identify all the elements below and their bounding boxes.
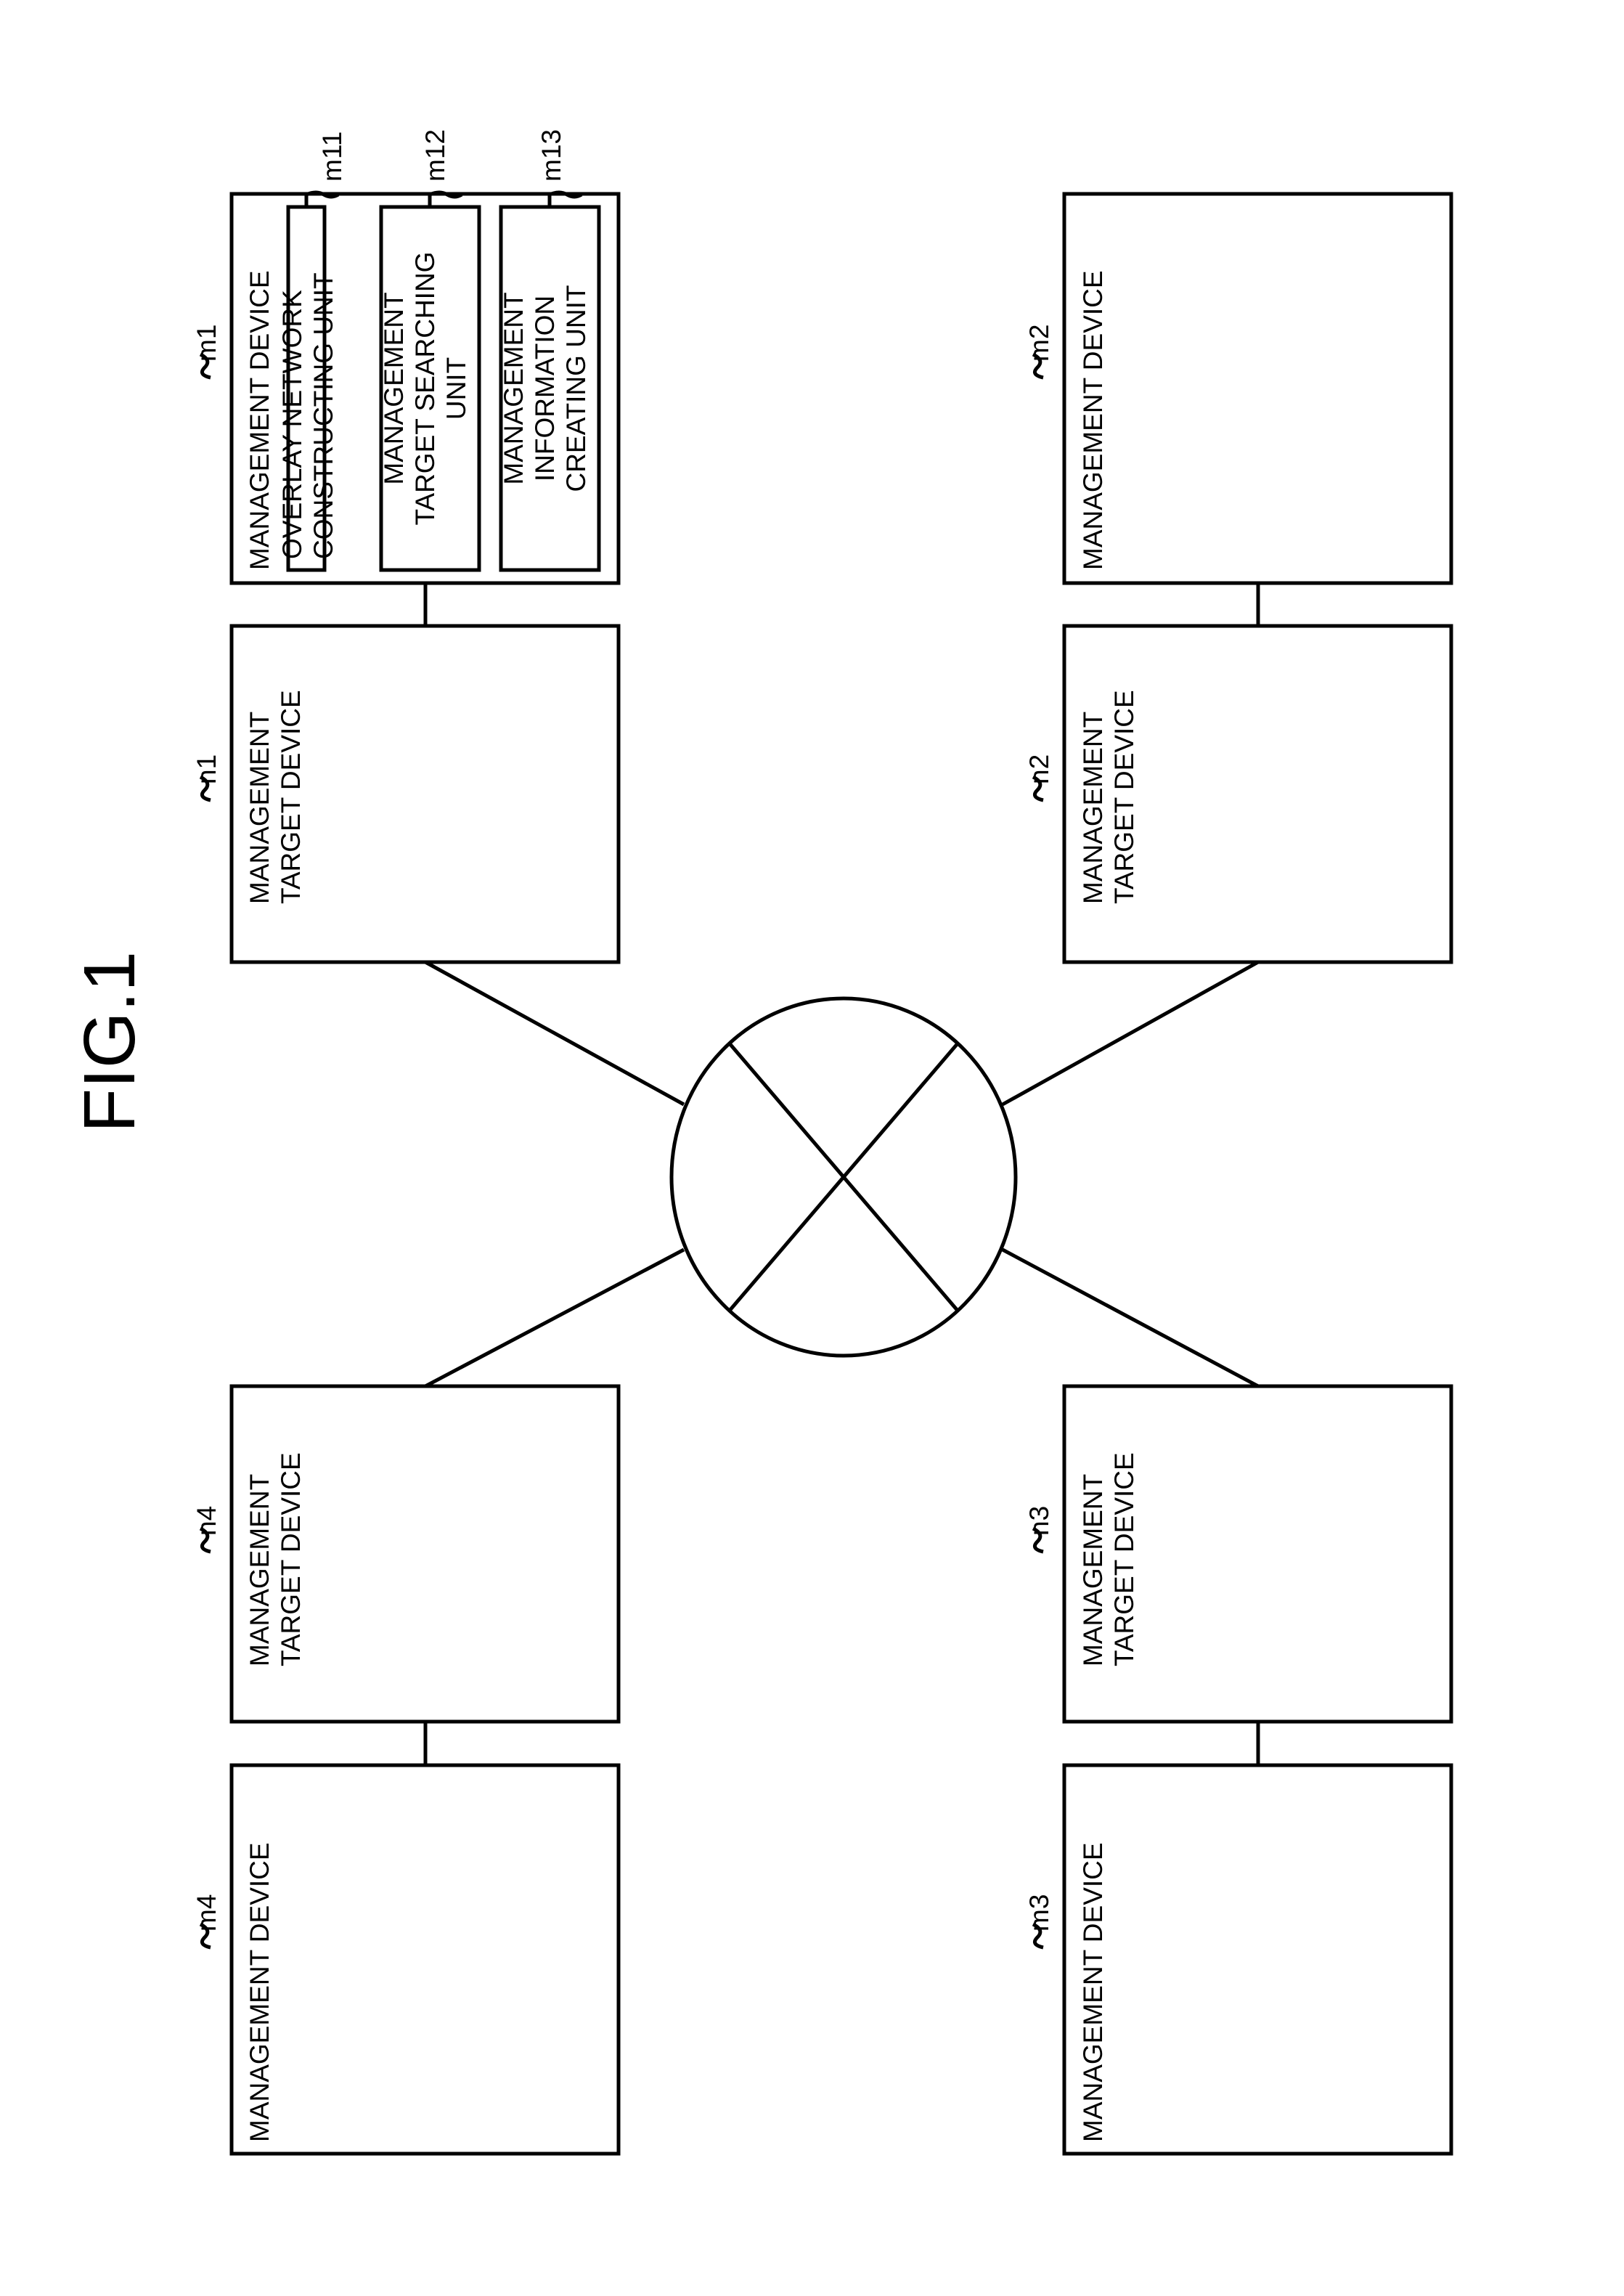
management-device-m3: MANAGEMENT DEVICE m3 xyxy=(1024,1765,1451,2154)
management-target-device-n2-label-2: TARGET DEVICE xyxy=(1109,690,1139,904)
management-device-m4: MANAGEMENT DEVICE m4 xyxy=(192,1765,619,2154)
management-device-m1-label: MANAGEMENT DEVICE xyxy=(245,270,274,570)
management-device-m3-ref: m3 xyxy=(1024,1894,1054,1931)
management-device-m3-box xyxy=(1064,1765,1451,2154)
network-symbol xyxy=(672,998,1016,1356)
unit-m12-label-3: UNIT xyxy=(441,357,471,420)
unit-m11-label-2: CONSTRUCTING UNIT xyxy=(309,272,338,559)
unit-m11-ref: m11 xyxy=(317,131,347,182)
link-n4-network xyxy=(425,1250,684,1386)
management-device-m2-label: MANAGEMENT DEVICE xyxy=(1078,270,1108,570)
management-device-m4-box xyxy=(232,1765,619,2154)
unit-m12-label-2: TARGET SEARCHING xyxy=(410,252,440,526)
management-device-m3-label: MANAGEMENT DEVICE xyxy=(1078,1842,1108,2142)
management-target-device-n3-label-2: TARGET DEVICE xyxy=(1109,1452,1139,1666)
management-target-device-n4-label-2: TARGET DEVICE xyxy=(276,1452,306,1666)
unit-m13-label-3: CREATING UNIT xyxy=(561,285,591,492)
management-device-m4-label: MANAGEMENT DEVICE xyxy=(245,1842,274,2142)
link-n2-network xyxy=(1003,962,1258,1104)
unit-m13-ref: m13 xyxy=(536,129,566,182)
figure-title: FIG.1 xyxy=(69,951,150,1133)
management-device-m4-ref: m4 xyxy=(192,1894,221,1931)
management-target-device-n4: MANAGEMENT TARGET DEVICE n4 xyxy=(192,1386,619,1722)
link-n1-network xyxy=(425,962,684,1104)
unit-m12-ref: m12 xyxy=(420,129,450,182)
management-device-m1: MANAGEMENT DEVICE m1 OVERLAY NETWORK CON… xyxy=(192,129,619,583)
management-device-m2-box xyxy=(1064,194,1451,583)
unit-m13-label-2: INFORMATION xyxy=(530,296,560,481)
management-target-device-n2: MANAGEMENT TARGET DEVICE n2 xyxy=(1024,626,1451,962)
management-device-m1-ref: m1 xyxy=(192,325,221,362)
link-n3-network xyxy=(1003,1250,1258,1386)
management-target-device-n3-label-1: MANAGEMENT xyxy=(1078,1474,1108,1666)
unit-m11-label-1: OVERLAY NETWORK xyxy=(277,290,307,559)
management-target-device-n3: MANAGEMENT TARGET DEVICE n3 xyxy=(1024,1386,1451,1722)
unit-m13-label-1: MANAGEMENT xyxy=(499,292,529,484)
management-device-m2: MANAGEMENT DEVICE m2 xyxy=(1024,194,1451,583)
management-target-device-n1-label-1: MANAGEMENT xyxy=(245,712,274,904)
management-target-device-n2-label-1: MANAGEMENT xyxy=(1078,712,1108,904)
management-target-device-n1-label-2: TARGET DEVICE xyxy=(276,690,306,904)
management-target-device-n4-label-1: MANAGEMENT xyxy=(245,1474,274,1666)
management-device-m2-ref: m2 xyxy=(1024,325,1054,362)
unit-m12-label-1: MANAGEMENT xyxy=(379,292,409,484)
management-target-device-n1: MANAGEMENT TARGET DEVICE n1 xyxy=(192,626,619,962)
